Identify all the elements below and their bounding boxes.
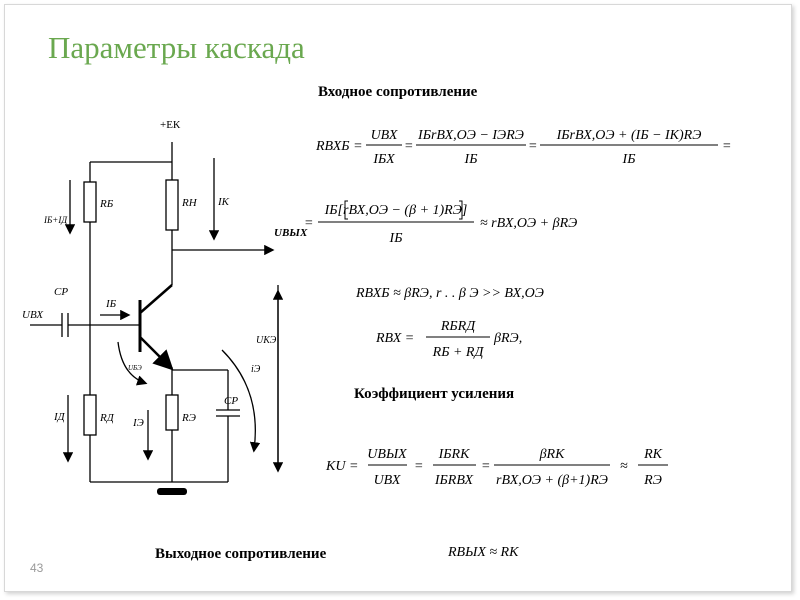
cp1-label: CР	[54, 286, 68, 298]
ku-f4-den: RЭ	[643, 473, 662, 488]
cp2-label: CР	[224, 395, 238, 407]
rin-f1-num: UВХ	[371, 128, 398, 143]
ku-f1-num: UВЫХ	[367, 447, 407, 462]
uout-label: UВЫХ	[274, 227, 308, 239]
rin-f1-den: IБХ	[372, 152, 395, 167]
eq-sign-6: =	[481, 459, 490, 474]
supply-label: +EК	[160, 119, 181, 131]
ku-f2-num: IБRК	[438, 447, 470, 462]
heading-input-resistance: Входное сопротивление	[318, 84, 478, 100]
approx-line: RВХБ ≈ βRЭ, r . . β Э >> ВХ,ОЭ	[355, 286, 544, 301]
left-bracket	[344, 200, 348, 220]
ib-id-label: IБ+IД	[43, 215, 68, 225]
ku-f1-den: UВХ	[374, 473, 401, 488]
rd-label: RД	[99, 412, 115, 424]
uke-label: UКЭ	[256, 335, 277, 346]
eq-sign-4: =	[304, 216, 313, 231]
ib-label: IБ	[105, 298, 117, 310]
ku-f3-den: rВХ,ОЭ + (β+1)RЭ	[496, 473, 608, 488]
ik-label: IК	[217, 196, 230, 208]
circuit-diagram: +EК RБ RН IК IБ+IД UВЫХ CР UВХ IБ UКЭ UБ…	[22, 119, 308, 495]
approx-sign: ≈	[620, 459, 628, 474]
id-label: IД	[53, 411, 66, 423]
rin-f3-den: IБ	[622, 152, 636, 167]
rin-f2-num: IБrВХ,ОЭ − IЭRЭ	[417, 128, 524, 143]
rin-f3-num: IБrВХ,ОЭ + (IБ − IК)RЭ	[556, 128, 702, 143]
eq-sign-2: =	[528, 139, 537, 154]
ube-label: UБЭ	[128, 364, 142, 372]
ku-f2-den: IБRВХ	[434, 473, 474, 488]
rin2-den: IБ	[389, 231, 403, 246]
rn-label: RН	[181, 197, 198, 209]
transistor-emitter	[139, 336, 174, 371]
heading-gain: Коэффициент усиления	[354, 386, 515, 402]
rin-lhs: RВХБ =	[315, 139, 363, 154]
eq-sign-1: =	[404, 139, 413, 154]
rin-f2-den: IБ	[464, 152, 478, 167]
eq-sign-5: =	[414, 459, 423, 474]
ground-symbol	[157, 488, 187, 495]
rout-equation: RВЫХ ≈ RК	[447, 545, 519, 560]
slide-frame	[4, 4, 792, 592]
rin2-tail: ≈ rВХ,ОЭ + βRЭ	[480, 216, 577, 231]
heading-output-resistance: Выходное сопротивление	[155, 546, 327, 562]
ie-label: iЭ	[251, 364, 261, 375]
rvx-lhs: RВХ =	[375, 331, 414, 346]
re-label: RЭ	[181, 412, 196, 424]
transistor-collector	[139, 284, 173, 314]
rin2-num: IБ[rВХ,ОЭ − (β + 1)RЭ]	[324, 203, 468, 218]
ie-curve-arrow	[221, 349, 261, 453]
eq-sign-3: =	[722, 139, 731, 154]
right-bracket	[459, 200, 463, 220]
ku-f3-num: βRК	[539, 447, 566, 462]
ie2-label: IЭ	[132, 417, 144, 429]
rvx-tail: βRЭ,	[493, 331, 522, 346]
ku-lhs: KU =	[325, 459, 358, 474]
page-number: 43	[30, 561, 44, 575]
rb-label: RБ	[99, 198, 114, 210]
slide-title: Параметры каскада	[48, 30, 305, 65]
ube-curve-arrow	[117, 341, 148, 386]
rvx-den: RБ + RД	[432, 345, 485, 360]
rvx-num: RБRД	[440, 319, 476, 334]
ku-f4-num: RК	[643, 447, 663, 462]
uin-label: UВХ	[22, 309, 44, 321]
